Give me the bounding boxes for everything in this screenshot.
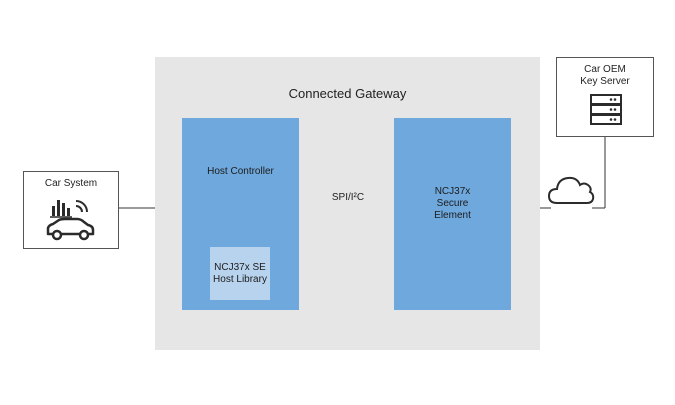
key-server-line1: Car OEM bbox=[584, 64, 626, 75]
key-server-label: Car OEM Key Server bbox=[556, 64, 654, 88]
secure-element-label: NCJ37x Secure Element bbox=[394, 186, 511, 222]
key-server-line2: Key Server bbox=[580, 76, 630, 87]
gateway-title: Connected Gateway bbox=[288, 86, 407, 101]
host-library-line2: Host Library bbox=[213, 273, 267, 285]
car-system-label: Car System bbox=[44, 178, 98, 189]
secure-element-line3: Element bbox=[434, 210, 471, 221]
host-library-block: NCJ37x SE Host Library bbox=[210, 247, 270, 300]
car-system-box bbox=[23, 171, 119, 249]
host-controller-label: Host Controller bbox=[207, 166, 274, 177]
secure-element-line2: Secure bbox=[436, 198, 469, 209]
server-rack-icon bbox=[590, 94, 622, 125]
bus-label: SPI/I²C bbox=[331, 192, 365, 203]
connected-car-icon bbox=[46, 200, 95, 241]
cloud-icon bbox=[547, 176, 595, 204]
secure-element-block bbox=[394, 118, 511, 310]
host-library-line1: NCJ37x SE bbox=[214, 261, 266, 273]
secure-element-line1: NCJ37x bbox=[434, 186, 471, 197]
